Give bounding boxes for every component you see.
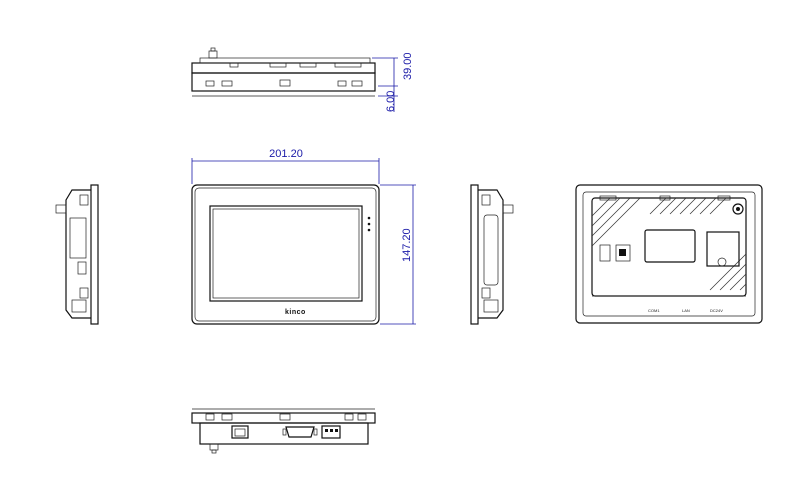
- left-side-clip: [79, 287, 89, 299]
- bottom-view-clip: [344, 413, 354, 421]
- bottom-view-knob-cap: [211, 449, 217, 454]
- rear-vent: [717, 195, 731, 201]
- rear-screw-center: [736, 207, 740, 211]
- bottom-view: [191, 408, 376, 454]
- bottom-view-body: [199, 422, 369, 445]
- dim-height: 147.20: [401, 228, 413, 262]
- top-view-knob-cap: [210, 47, 216, 52]
- rear-inner: [582, 191, 756, 317]
- rear-usb-port-inner: [619, 249, 626, 256]
- bottom-view-knob: [209, 443, 219, 451]
- dim-panel-depth: 6.00: [385, 91, 397, 112]
- front-screen-frame: [209, 205, 363, 302]
- rear-outer: [575, 184, 763, 324]
- bottom-power-pin: [325, 429, 328, 432]
- top-view-vent: [269, 62, 287, 68]
- left-side-bezel: [90, 184, 99, 325]
- bottom-lan-port: [231, 425, 249, 439]
- front-bezel-outer: [191, 184, 380, 325]
- bottom-power-pin: [330, 429, 333, 432]
- top-view-clip: [221, 80, 233, 87]
- bottom-power-port: [321, 425, 341, 439]
- rear-view: COM1 LAN DC24V: [575, 184, 763, 324]
- left-side-body: [65, 189, 91, 319]
- rear-battery-cover: [706, 231, 740, 267]
- bottom-view-clip: [221, 413, 233, 421]
- top-view: 39.00 6.00: [191, 47, 414, 112]
- top-view-clip: [337, 80, 347, 87]
- rear-vent: [599, 195, 617, 201]
- rear-battery-screw: [717, 257, 727, 267]
- top-view-vent: [299, 62, 317, 68]
- right-side-knob: [502, 204, 514, 214]
- top-view-clip: [205, 80, 215, 87]
- rear-label-area: [644, 229, 696, 263]
- rear-hatch-area: [591, 197, 747, 291]
- led-indicator: [367, 228, 371, 232]
- right-side-body: [478, 189, 504, 319]
- top-view-body: [191, 62, 376, 74]
- right-side-bezel: [470, 184, 479, 325]
- left-side-port: [77, 261, 87, 275]
- left-side-port: [69, 217, 87, 259]
- top-view-vent: [334, 62, 362, 68]
- bottom-serial-port: [285, 426, 315, 438]
- rear-port-label-dc24v: DC24V: [710, 308, 723, 313]
- right-side-view: [470, 184, 514, 325]
- left-side-knob: [55, 204, 67, 214]
- led-indicator: [367, 222, 371, 226]
- top-view-clip: [279, 79, 291, 87]
- bottom-serial-screw: [313, 428, 318, 436]
- dim-width: 201.20: [269, 148, 303, 160]
- front-bezel-inner: [194, 187, 377, 322]
- top-view-top-rim: [199, 57, 371, 64]
- top-view-vent: [229, 62, 239, 68]
- bottom-view-bezel: [191, 412, 376, 424]
- rear-port-label-com1: COM1: [648, 308, 660, 313]
- top-view-clip: [351, 80, 363, 87]
- rear-port-label-lan: LAN: [682, 308, 690, 313]
- bottom-view-clip: [279, 413, 291, 421]
- bottom-power-pin: [335, 429, 338, 432]
- left-side-clip: [71, 299, 87, 313]
- rear-vent: [659, 195, 671, 201]
- rear-usb-port: [615, 244, 631, 262]
- bottom-serial-screw: [282, 428, 287, 436]
- left-side-clip: [79, 194, 89, 206]
- rear-usb-port: [599, 244, 611, 262]
- top-view-bezel: [191, 72, 376, 92]
- front-screen: [212, 208, 360, 299]
- brand-logo: kinco: [285, 309, 306, 316]
- right-side-clip: [481, 287, 491, 299]
- bottom-view-clip: [357, 413, 367, 421]
- left-side-view: [55, 184, 99, 325]
- right-side-clip: [483, 299, 499, 313]
- right-side-clip: [481, 194, 491, 206]
- dim-total-depth: 39.00: [402, 52, 414, 80]
- bottom-lan-port-inner: [234, 428, 246, 437]
- rear-screw: [732, 203, 744, 215]
- front-view: kinco 201.20 147.20: [191, 148, 416, 325]
- top-view-knob: [208, 50, 218, 59]
- led-indicator: [367, 216, 371, 220]
- right-side-recess: [483, 214, 499, 286]
- bottom-view-clip: [205, 413, 215, 421]
